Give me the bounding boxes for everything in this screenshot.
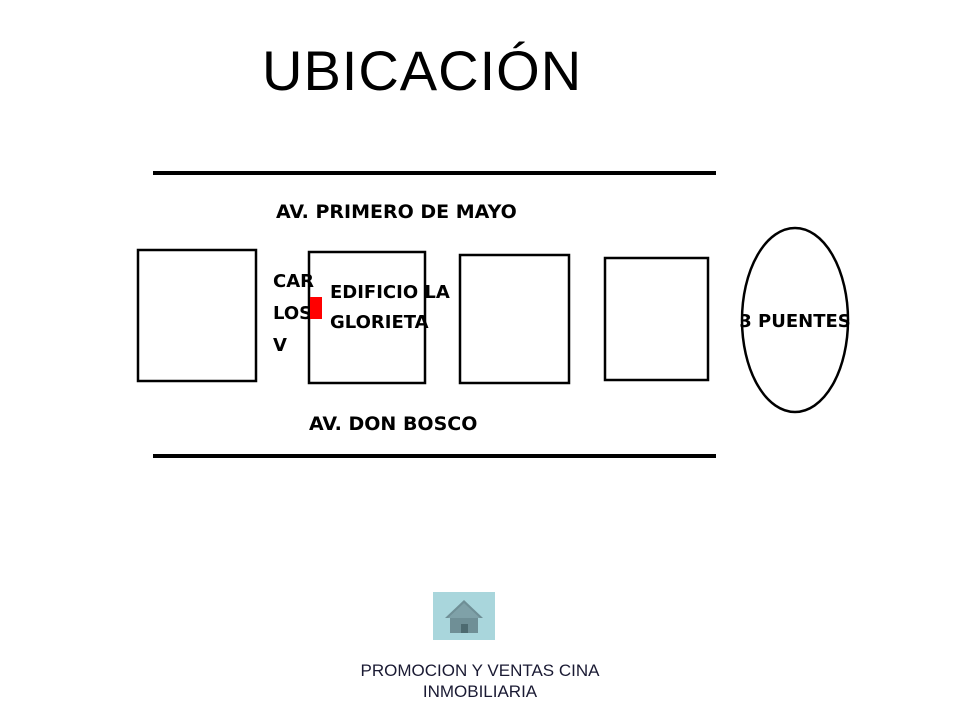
city-block-1 bbox=[136, 248, 258, 383]
roundabout-circle bbox=[740, 226, 850, 414]
street-label-bottom: AV. DON BOSCO bbox=[309, 413, 477, 435]
footer-line-2: INMOBILIARIA bbox=[422, 682, 538, 701]
street-label-top: AV. PRIMERO DE MAYO bbox=[276, 201, 517, 223]
location-marker bbox=[310, 297, 322, 319]
building-label-line1: EDIFICIO LA bbox=[330, 282, 450, 303]
home-button[interactable] bbox=[433, 592, 495, 640]
footer-credit: PROMOCION Y VENTAS CINA INMOBILIARIA bbox=[280, 660, 680, 702]
home-icon bbox=[445, 600, 483, 633]
footer-line-1: PROMOCION Y VENTAS CINA bbox=[360, 661, 600, 680]
city-block-building bbox=[307, 250, 427, 385]
roundabout-label: 3 PUENTES bbox=[739, 311, 851, 332]
city-block-3 bbox=[458, 253, 571, 385]
city-block-4 bbox=[603, 256, 710, 382]
side-street-label-2: LOS bbox=[273, 303, 312, 324]
side-street-label-3: V bbox=[273, 335, 287, 356]
building-label-line2: GLORIETA bbox=[330, 312, 429, 333]
slide-title: UBICACIÓN bbox=[262, 39, 583, 102]
side-street-label-1: CAR bbox=[273, 271, 314, 292]
